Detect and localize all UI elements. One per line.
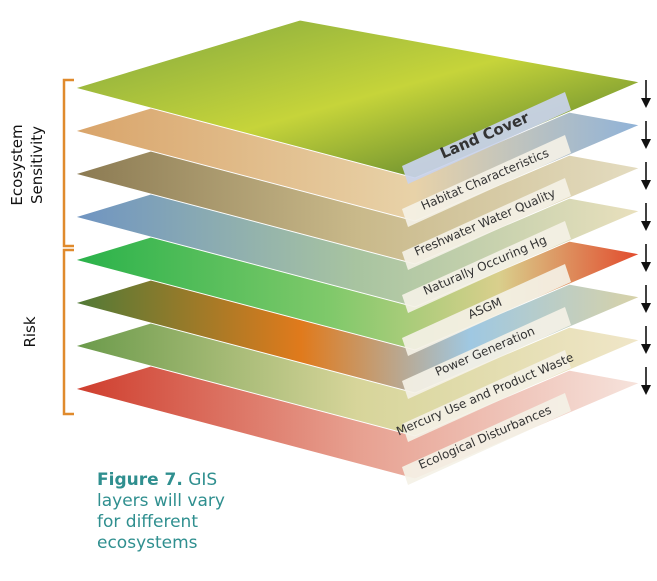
layer-label-band [402, 264, 571, 356]
layer-label-band [402, 221, 571, 313]
layer-label-band [402, 307, 571, 399]
arrow-column [641, 80, 651, 395]
layer-label-band [402, 350, 571, 442]
ecosystem-sensitivity-bracket [62, 78, 74, 248]
down-arrow-icon [641, 285, 651, 313]
down-arrow-icon [641, 162, 651, 190]
sensitivity-label: Sensitivity [28, 126, 46, 204]
down-arrow-icon [641, 244, 651, 272]
down-arrow-icon [641, 367, 651, 395]
down-arrow-icon [641, 121, 651, 149]
ecosystem-label: Ecosystem [8, 124, 26, 205]
down-arrow-icon [641, 326, 651, 354]
risk-label: Risk [21, 316, 39, 347]
down-arrow-icon [641, 203, 651, 231]
layer-label-band [402, 92, 571, 184]
layer-label-band [402, 135, 571, 227]
layer-label-band [402, 393, 571, 485]
figure-caption-text: GIS layers will vary for different ecosy… [97, 470, 225, 553]
figure-number: Figure 7. [97, 470, 183, 490]
risk-bracket [62, 248, 74, 416]
down-arrow-icon [641, 80, 651, 108]
layer-label-band [402, 178, 571, 270]
figure-caption: Figure 7. GIS layers will vary for diffe… [97, 470, 247, 554]
